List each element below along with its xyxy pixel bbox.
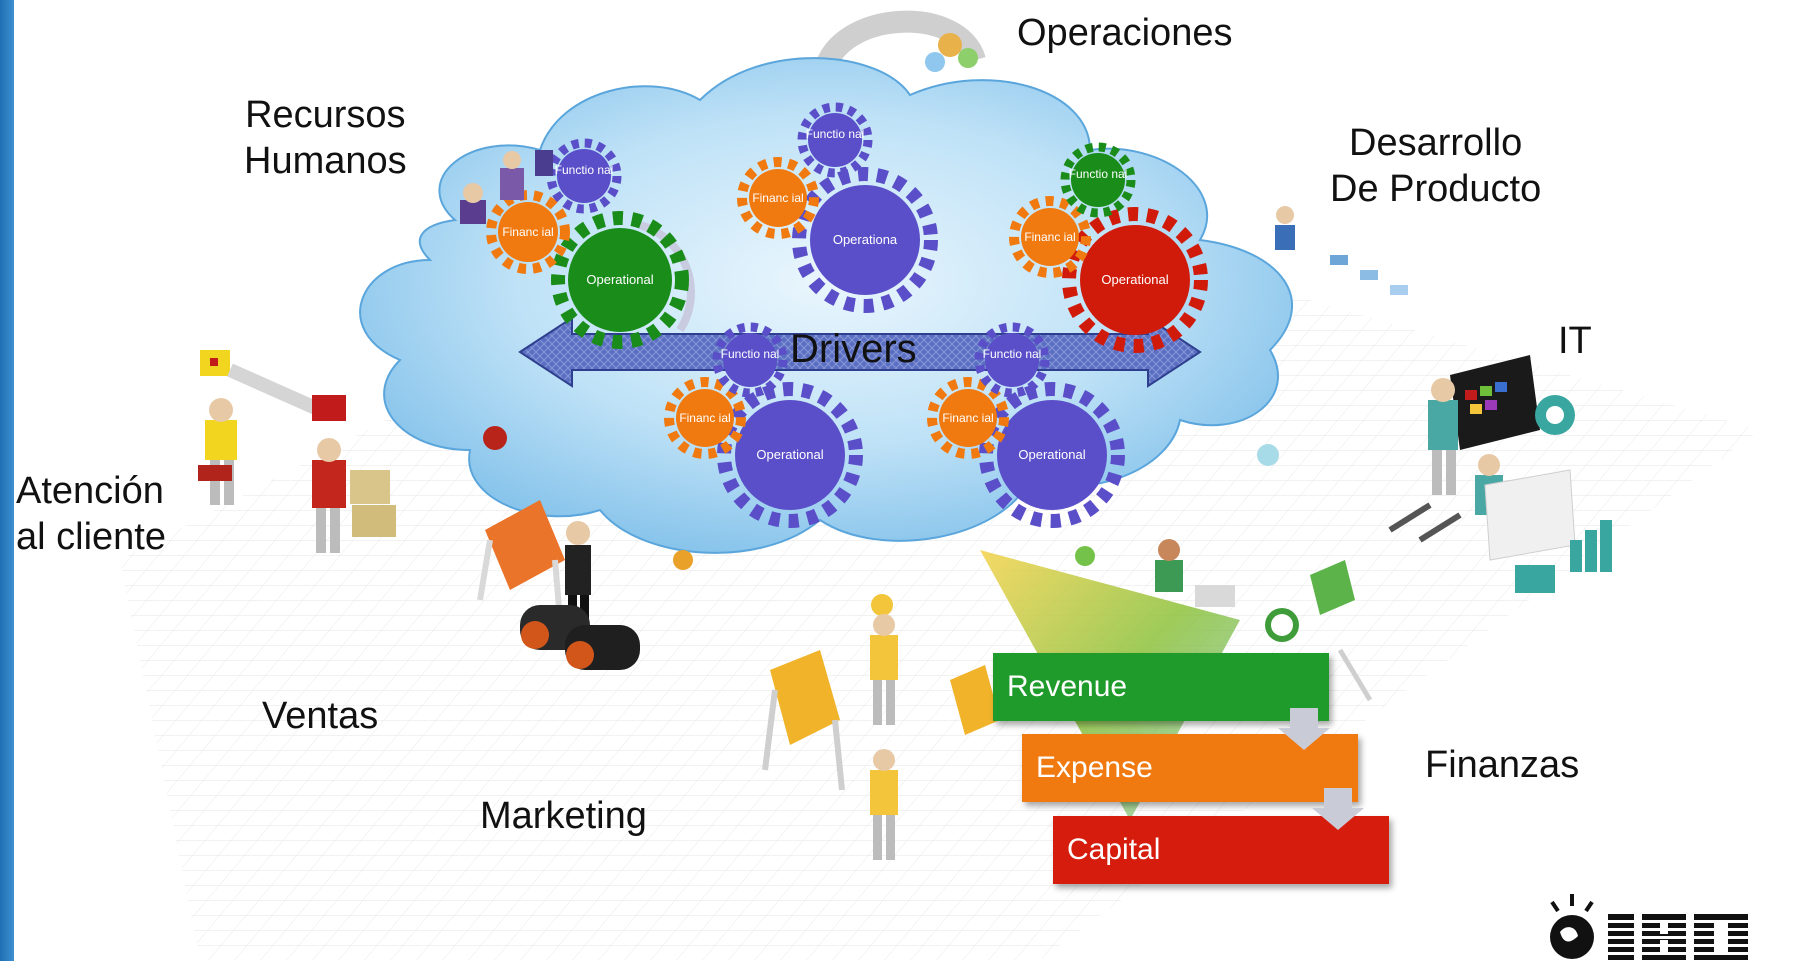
- revenue-box: Revenue: [993, 653, 1329, 721]
- gear-group-top-center: [737, 102, 938, 313]
- gear-label-operational-3: Operational: [1101, 272, 1168, 287]
- gear-label-functional-4: Functio nal: [721, 347, 780, 361]
- dept-label-desarrollo-de-producto: Desarrollo De Producto: [1330, 120, 1541, 212]
- dept-label-ventas: Ventas: [262, 695, 379, 737]
- gear-financial-orange-2: [737, 157, 819, 239]
- gear-label-functional-1: Functio nal: [555, 163, 614, 177]
- gear-operational-green: [551, 211, 689, 349]
- dept-label-atencion-line1: Atención: [16, 470, 164, 512]
- gear-label-financial-4: Financ ial: [679, 411, 730, 425]
- gear-functional-purple-3: [712, 322, 788, 398]
- dept-label-desarrollo-line2: De Producto: [1330, 168, 1542, 210]
- gear-label-financial-3: Financ ial: [1024, 230, 1075, 244]
- drivers-label: Drivers: [790, 327, 917, 371]
- marketing-figures: [762, 614, 1000, 860]
- dept-label-operaciones: Operaciones: [1017, 12, 1233, 54]
- gear-financial-orange-4: [664, 377, 746, 459]
- gear-label-operational-4: Operational: [756, 447, 823, 462]
- dept-label-desarrollo-line1: Desarrollo: [1349, 122, 1523, 164]
- gear-group-top-right: [1009, 142, 1208, 353]
- gear-label-financial-2: Financ ial: [752, 191, 803, 205]
- gear-functional-purple-4: [974, 322, 1050, 398]
- gear-label-financial-5: Financ ial: [942, 411, 993, 425]
- operations-arch: [814, 10, 986, 74]
- hr-people-figures: [460, 150, 553, 224]
- operations-ball: [938, 33, 962, 57]
- gear-operational-red: [1062, 207, 1208, 353]
- left-accent-bar: [0, 0, 14, 961]
- dept-label-recursos-humanos-line1: Recursos: [245, 94, 406, 136]
- ball-cyan: [1257, 444, 1279, 466]
- gear-label-functional-3: Functio nal: [1069, 167, 1128, 181]
- dept-label-it: IT: [1558, 320, 1592, 362]
- gear-label-operational-2: Operationa: [833, 232, 898, 247]
- product-dev-figures: [1275, 206, 1408, 295]
- sales-figures: [477, 500, 640, 670]
- dept-label-marketing: Marketing: [480, 795, 647, 837]
- gear-label-functional-2: Functio nal: [806, 127, 865, 141]
- gear-financial-orange-5: [927, 377, 1009, 459]
- gear-label-operational-1: Operational: [586, 272, 653, 287]
- gear-functional-purple-1: [546, 138, 622, 214]
- ibm-logo: [1550, 894, 1752, 960]
- it-figures: [1388, 355, 1612, 593]
- dept-label-atencion-al-cliente: Atención al cliente: [16, 468, 166, 560]
- gear-group-top-left: [486, 138, 695, 349]
- gear-financial-orange-1: [486, 190, 570, 274]
- dept-label-recursos-humanos-line2: Humanos: [244, 140, 407, 182]
- gear-group-bottom-left: [664, 322, 863, 528]
- customer-service-figures: [198, 350, 396, 553]
- gear-functional-purple-2: [797, 102, 873, 178]
- dept-label-finanzas: Finanzas: [1425, 744, 1580, 786]
- gear-group-bottom-right: [927, 322, 1125, 528]
- dept-label-recursos-humanos: Recursos Humanos: [244, 92, 407, 184]
- gear-operational-purple-bl: [717, 382, 863, 528]
- expense-box: Expense: [1022, 734, 1358, 802]
- ball-red: [483, 426, 507, 450]
- gear-operational-purple-top: [792, 167, 938, 313]
- gear-label-functional-5: Functio nal: [983, 347, 1042, 361]
- gear-functional-green: [1060, 142, 1136, 218]
- ball-yellow: [871, 594, 893, 616]
- dept-label-atencion-line2: al cliente: [16, 516, 166, 558]
- gear-label-operational-5: Operational: [1018, 447, 1085, 462]
- smarter-planet-icon: [1550, 894, 1594, 959]
- ball-orange: [673, 550, 693, 570]
- ibm-wordmark: [1602, 914, 1752, 960]
- gear-operational-purple-br: [979, 382, 1125, 528]
- gear-financial-orange-3: [1009, 196, 1091, 278]
- gear-label-financial-1: Financ ial: [502, 225, 553, 239]
- ball-green: [1075, 546, 1095, 566]
- finance-figures: [1155, 539, 1373, 702]
- capital-box: Capital: [1053, 816, 1389, 884]
